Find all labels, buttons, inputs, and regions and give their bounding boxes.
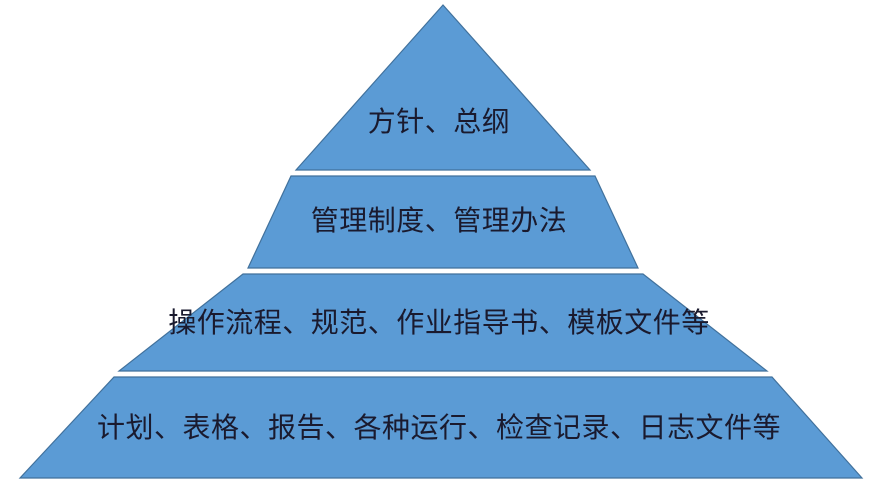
pyramid-tier-2-shape[interactable] (247, 175, 639, 269)
pyramid-tier-2-label: 管理制度、管理办法 (310, 205, 568, 236)
pyramid-tier-1-label: 方针、总纲 (367, 106, 511, 137)
pyramid-tier-3-shape[interactable] (117, 273, 769, 372)
pyramid-tier-4-shape[interactable] (18, 376, 864, 479)
pyramid-tier-3-label: 操作流程、规范、作业指导书、模板文件等 (168, 307, 710, 338)
pyramid-tier-1-shape[interactable] (294, 4, 592, 171)
pyramid-tier-4-label: 计划、表格、报告、各种运行、检查记录、日志文件等 (96, 412, 781, 443)
